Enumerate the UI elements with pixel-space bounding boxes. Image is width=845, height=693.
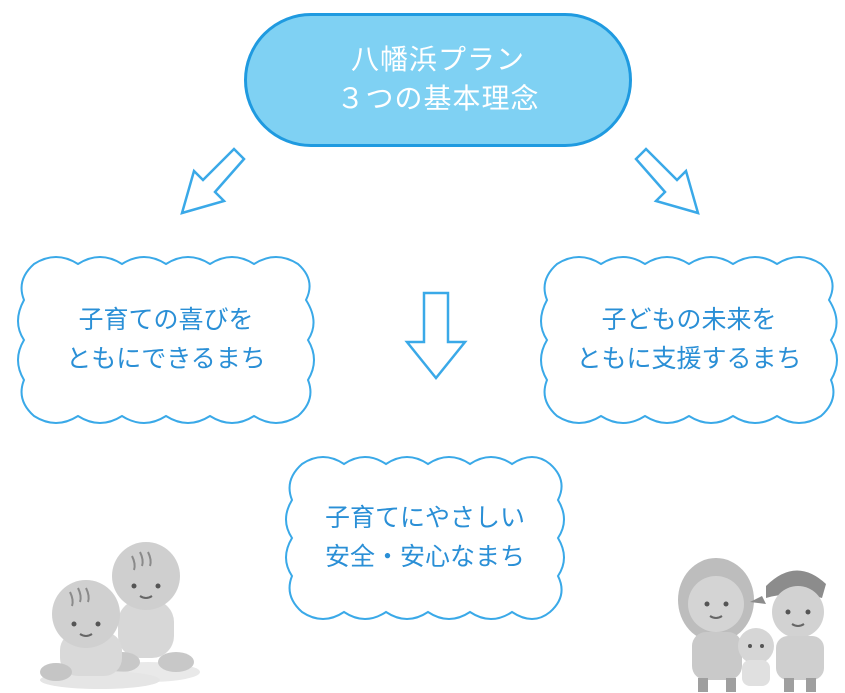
principle-cloud-3: 子育てにやさしい 安全・安心なまち bbox=[278, 452, 572, 624]
principle-2-line-1: 子どもの未来を bbox=[601, 305, 777, 335]
principle-1-line-2: ともにできるまち bbox=[66, 344, 266, 373]
children-illustration bbox=[40, 542, 200, 689]
arrow-down-left-icon bbox=[180, 147, 246, 215]
title-line-2: ３つの基本理念 bbox=[336, 82, 540, 115]
principle-3-line-1: 子育てにやさしい bbox=[324, 503, 525, 533]
principle-cloud-1: 子育ての喜びを ともにできるまち bbox=[10, 252, 322, 428]
title-line-1: 八幡浜プラン bbox=[350, 43, 525, 77]
arrow-down-icon bbox=[404, 291, 468, 380]
arrow-down-right-icon bbox=[634, 147, 700, 215]
family-illustration bbox=[678, 558, 826, 692]
cloud-outline bbox=[17, 256, 315, 424]
cloud-outline bbox=[540, 256, 838, 424]
title-box: 八幡浜プラン ３つの基本理念 bbox=[244, 13, 632, 147]
principle-cloud-2: 子どもの未来を ともに支援するまち bbox=[533, 252, 845, 428]
principle-2-line-2: ともに支援するまち bbox=[576, 344, 802, 373]
principle-3-line-2: 安全・安心なまち bbox=[324, 542, 525, 571]
cloud-outline bbox=[285, 456, 565, 620]
principle-1-line-1: 子育ての喜びを bbox=[78, 305, 254, 335]
